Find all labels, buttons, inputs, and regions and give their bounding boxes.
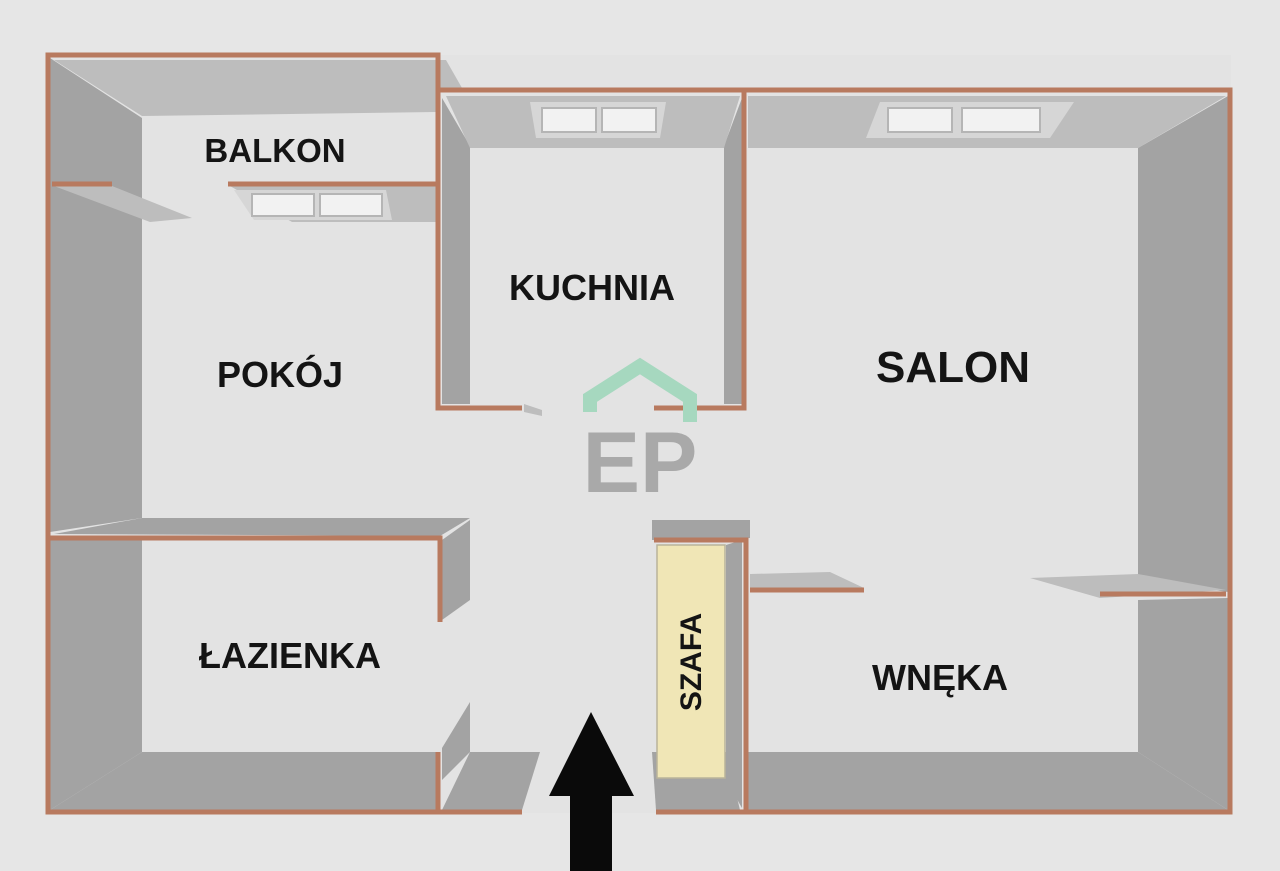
room-label-kuchnia: KUCHNIA bbox=[509, 267, 675, 308]
watermark-text: EP bbox=[583, 415, 698, 511]
room-label-lazienka: ŁAZIENKA bbox=[199, 635, 381, 676]
room-label-wneka: WNĘKA bbox=[872, 657, 1008, 698]
window-balkon bbox=[234, 190, 392, 220]
window-kuchnia bbox=[530, 102, 666, 138]
wardrobe-box bbox=[656, 544, 726, 779]
room-label-salon: SALON bbox=[876, 343, 1030, 392]
watermark: EP bbox=[583, 357, 698, 511]
room-label-balkon: BALKON bbox=[204, 132, 345, 169]
room-label-szafa: SZAFA bbox=[675, 613, 708, 711]
window-salon bbox=[866, 102, 1074, 138]
house-roof-icon bbox=[583, 357, 697, 422]
apartment-floor bbox=[48, 55, 1231, 813]
room-label-pokoj: POKÓJ bbox=[217, 353, 343, 395]
entrance-arrow-up-icon bbox=[549, 712, 634, 871]
wall-sides bbox=[50, 58, 1228, 810]
